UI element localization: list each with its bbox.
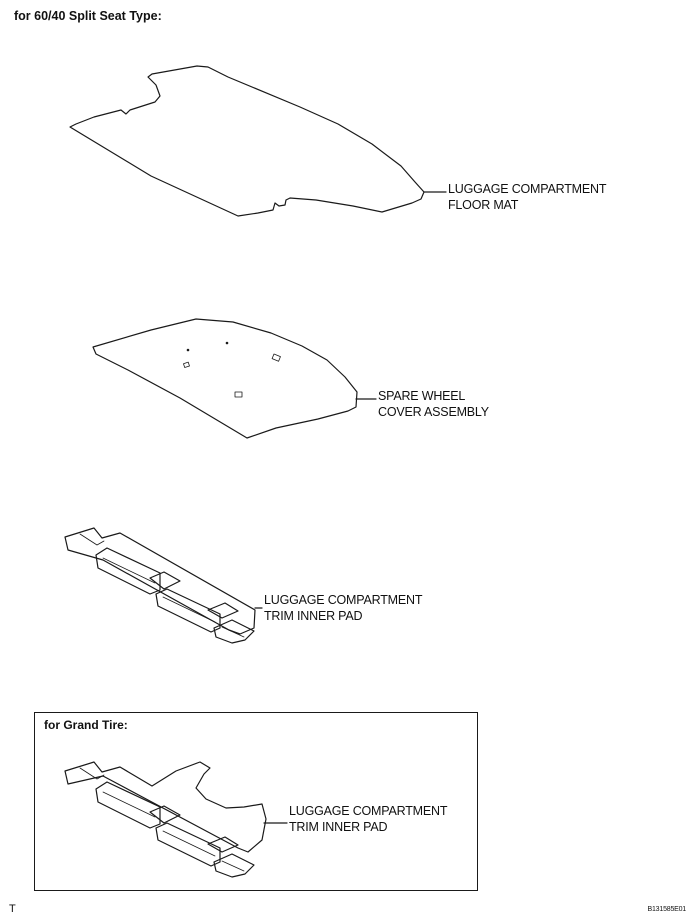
trim-inner-pad-label: LUGGAGE COMPARTMENT TRIM INNER PAD [264,593,423,623]
grand-tire-pad-drawing [64,761,288,878]
spare-wheel-cover-drawing [92,318,377,439]
grand-tire-pad-label: LUGGAGE COMPARTMENT TRIM INNER PAD [289,804,448,834]
corner-code: T [9,903,16,915]
diagram-title: for 60/40 Split Seat Type: [14,9,162,23]
floor-mat-drawing [69,65,447,217]
inset-title: for Grand Tire: [44,718,128,732]
figure-id: B131585E01 [647,906,687,913]
trim-inner-pad-drawing [64,527,263,644]
floor-mat-label: LUGGAGE COMPARTMENT FLOOR MAT [448,182,607,212]
spare-wheel-cover-label: SPARE WHEEL COVER ASSEMBLY [378,389,489,419]
grand-tire-inset-frame [34,712,478,891]
